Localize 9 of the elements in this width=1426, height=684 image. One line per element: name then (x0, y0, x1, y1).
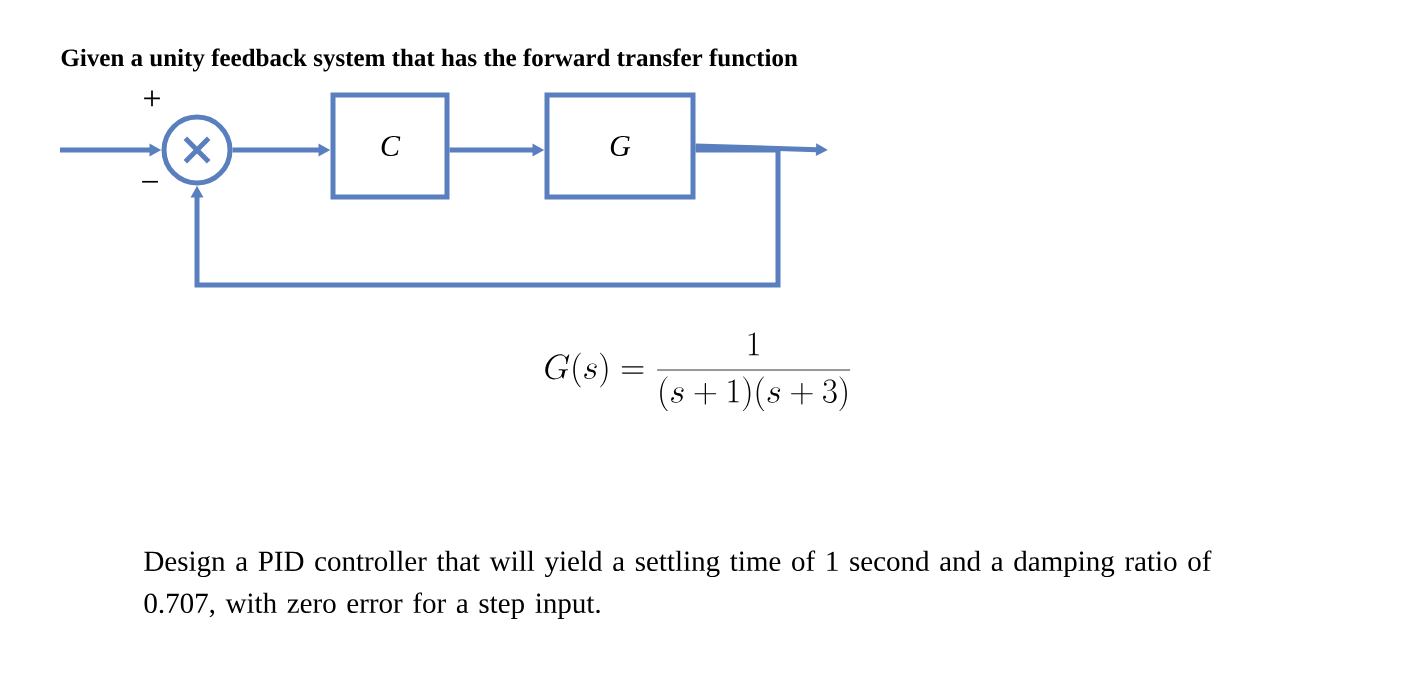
formula: $G(s)=\frac{1}{(s+1)(s+3)}$ (545, 332, 851, 412)
sign-label: + (144, 90, 160, 107)
sign-label: − (142, 180, 158, 183)
block-box: C (330, 92, 450, 200)
title: Given a unity feedback system that has the forward transfer function (61, 48, 798, 72)
summing-junction (161, 114, 233, 186)
block-box: G (544, 92, 696, 200)
problem-text: Design a PID controller that will yield a settling time of 1 second and a damping ratio of 0.707, with zero error for a step input. (144, 550, 1212, 619)
arrow (190, 147, 781, 288)
